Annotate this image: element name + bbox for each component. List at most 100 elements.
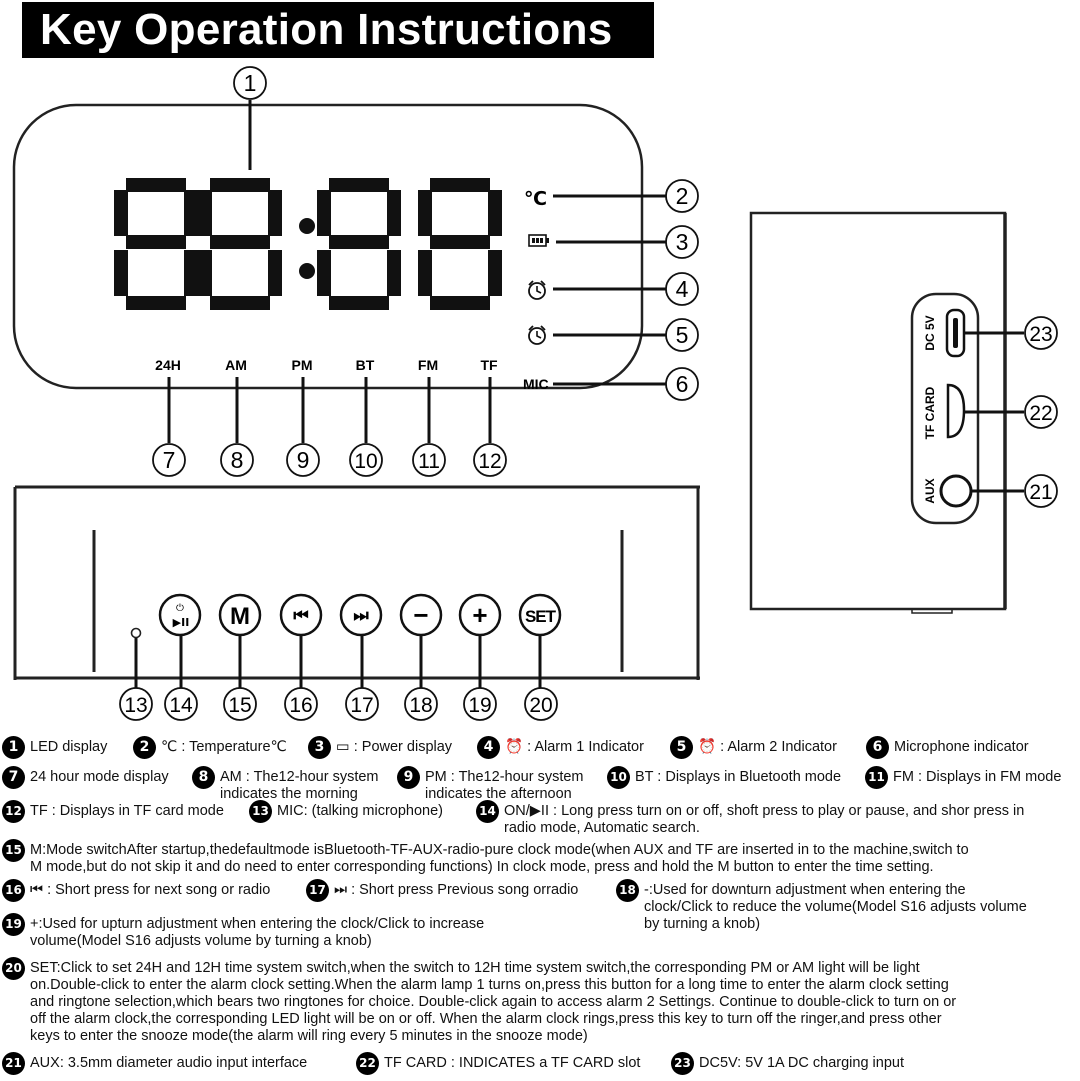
legend-item-19: 19+:Used for upturn adjustment when ente… <box>2 913 484 950</box>
callout-label-21: 21 <box>1029 481 1052 504</box>
callout-label-5: 5 <box>676 322 689 348</box>
legend-badge-10: 10 <box>607 766 630 789</box>
callout-7: 7 <box>152 443 186 477</box>
callout-label-12: 12 <box>478 450 501 473</box>
digit-1-segment-c <box>184 250 198 296</box>
device-diagram: ℃ MIC 24H AM PM BT FM TF <box>12 66 1058 721</box>
mode-button-label: M <box>230 603 250 630</box>
tf-card-label: TF CARD <box>923 386 937 439</box>
prev-icon: ⏮ <box>293 606 308 626</box>
seven-segment-digits <box>114 178 502 310</box>
dc-label: DC 5V <box>923 315 937 350</box>
digit-3-segment-c <box>387 250 401 296</box>
legend-badge-11: 11 <box>865 766 888 789</box>
digit-3-segment-b <box>387 190 401 236</box>
callout-6: 6 <box>665 367 699 401</box>
legend-text-15: M:Mode switchAfter startup,thedefaultmod… <box>30 842 969 875</box>
power-play-button[interactable]: ⏻ ▶II <box>158 593 202 637</box>
callout-label-23: 23 <box>1029 323 1052 346</box>
volume-up-button[interactable]: + <box>458 593 502 637</box>
callout-9: 9 <box>286 443 320 477</box>
set-button[interactable]: SET <box>518 593 562 637</box>
callout-label-19: 19 <box>468 694 491 717</box>
callout-15: 15 <box>223 687 257 721</box>
callout-label-20: 20 <box>529 694 552 717</box>
battery-icon <box>528 234 549 247</box>
legend-item-12: 12 TF : Displays in TF card mode <box>2 800 224 823</box>
callout-21: 21 <box>1024 474 1058 508</box>
callout-3: 3 <box>665 225 699 259</box>
callout-label-2: 2 <box>676 183 689 209</box>
legend-text-12: TF : Displays in TF card mode <box>30 803 224 819</box>
callout-label-14: 14 <box>169 694 193 717</box>
mic-indicator: MIC <box>523 376 549 392</box>
digit-4-segment-f <box>418 190 432 236</box>
callout-13: 13 <box>119 687 153 721</box>
callout-label-18: 18 <box>409 694 432 717</box>
plus-icon: + <box>472 600 487 630</box>
callout-2: 2 <box>665 179 699 213</box>
mode-button[interactable]: M <box>218 593 262 637</box>
legend-badge-17: 17 <box>306 879 329 902</box>
colon-dot-top <box>299 218 315 234</box>
digit-3-segment-a <box>329 178 389 192</box>
legend-item-3: 3▭ : Power display <box>308 736 452 759</box>
callout-label-15: 15 <box>228 694 251 717</box>
digit-4-segment-d <box>430 296 490 310</box>
legend-item-4: 4⏰ : Alarm 1 Indicator <box>477 736 644 759</box>
callout-8: 8 <box>220 443 254 477</box>
callout-label-11: 11 <box>418 450 440 473</box>
legend-item-16: 16⏮ : Short press for next song or radio <box>2 879 270 902</box>
minus-icon: − <box>413 600 428 630</box>
display-leader-lines <box>167 100 666 443</box>
legend-text-6: Microphone indicator <box>894 739 1029 755</box>
digit-1-segment-e <box>114 250 128 296</box>
callout-label-10: 10 <box>354 450 377 473</box>
digit-4-segment-e <box>418 250 432 296</box>
set-button-label: SET <box>525 607 557 626</box>
temperature-indicator: ℃ <box>524 188 547 210</box>
callout-label-6: 6 <box>676 371 689 397</box>
legend-text-2: ℃ : Temperature℃ <box>161 739 287 755</box>
indicator-am: AM <box>225 357 247 373</box>
aux-jack <box>939 474 973 508</box>
display-body <box>12 103 644 390</box>
volume-down-button[interactable]: − <box>399 593 443 637</box>
callout-19: 19 <box>463 687 497 721</box>
indicator-bt: BT <box>356 357 375 373</box>
indicator-tf: TF <box>480 357 498 373</box>
legend-text-19: +:Used for upturn adjustment when enteri… <box>30 916 485 949</box>
legend-text-9: PM : The12-hour system indicates the aft… <box>425 769 584 802</box>
colon-dot-bottom <box>299 263 315 279</box>
callout-label-3: 3 <box>676 229 689 255</box>
legend-badge-21: 21 <box>2 1052 25 1075</box>
legend-badge-6: 6 <box>866 736 889 759</box>
legend-text-3: ▭ : Power display <box>336 739 453 755</box>
legend-badge-23: 23 <box>671 1052 694 1075</box>
callout-label-8: 8 <box>231 447 244 473</box>
prev-button[interactable]: ⏮ <box>279 593 323 637</box>
legend-badge-16: 16 <box>2 879 25 902</box>
callout-label-1: 1 <box>244 70 257 96</box>
digit-2-segment-b <box>268 190 282 236</box>
callout-12: 12 <box>473 443 507 477</box>
legend-item-18: 18-:Used for downturn adjustment when en… <box>616 879 1027 933</box>
callout-4: 4 <box>665 272 699 306</box>
callout-17: 17 <box>345 687 379 721</box>
side-panel: DC 5V TF CARD AUX <box>749 211 1007 614</box>
digit-4-segment-g <box>430 235 490 249</box>
legend-badge-12: 12 <box>2 800 25 823</box>
legend-text-8: AM : The12-hour system indicates the mor… <box>220 769 379 802</box>
legend-text-22: TF CARD : INDICATES a TF CARD slot <box>384 1055 641 1071</box>
next-button[interactable]: ⏭ <box>339 593 383 637</box>
